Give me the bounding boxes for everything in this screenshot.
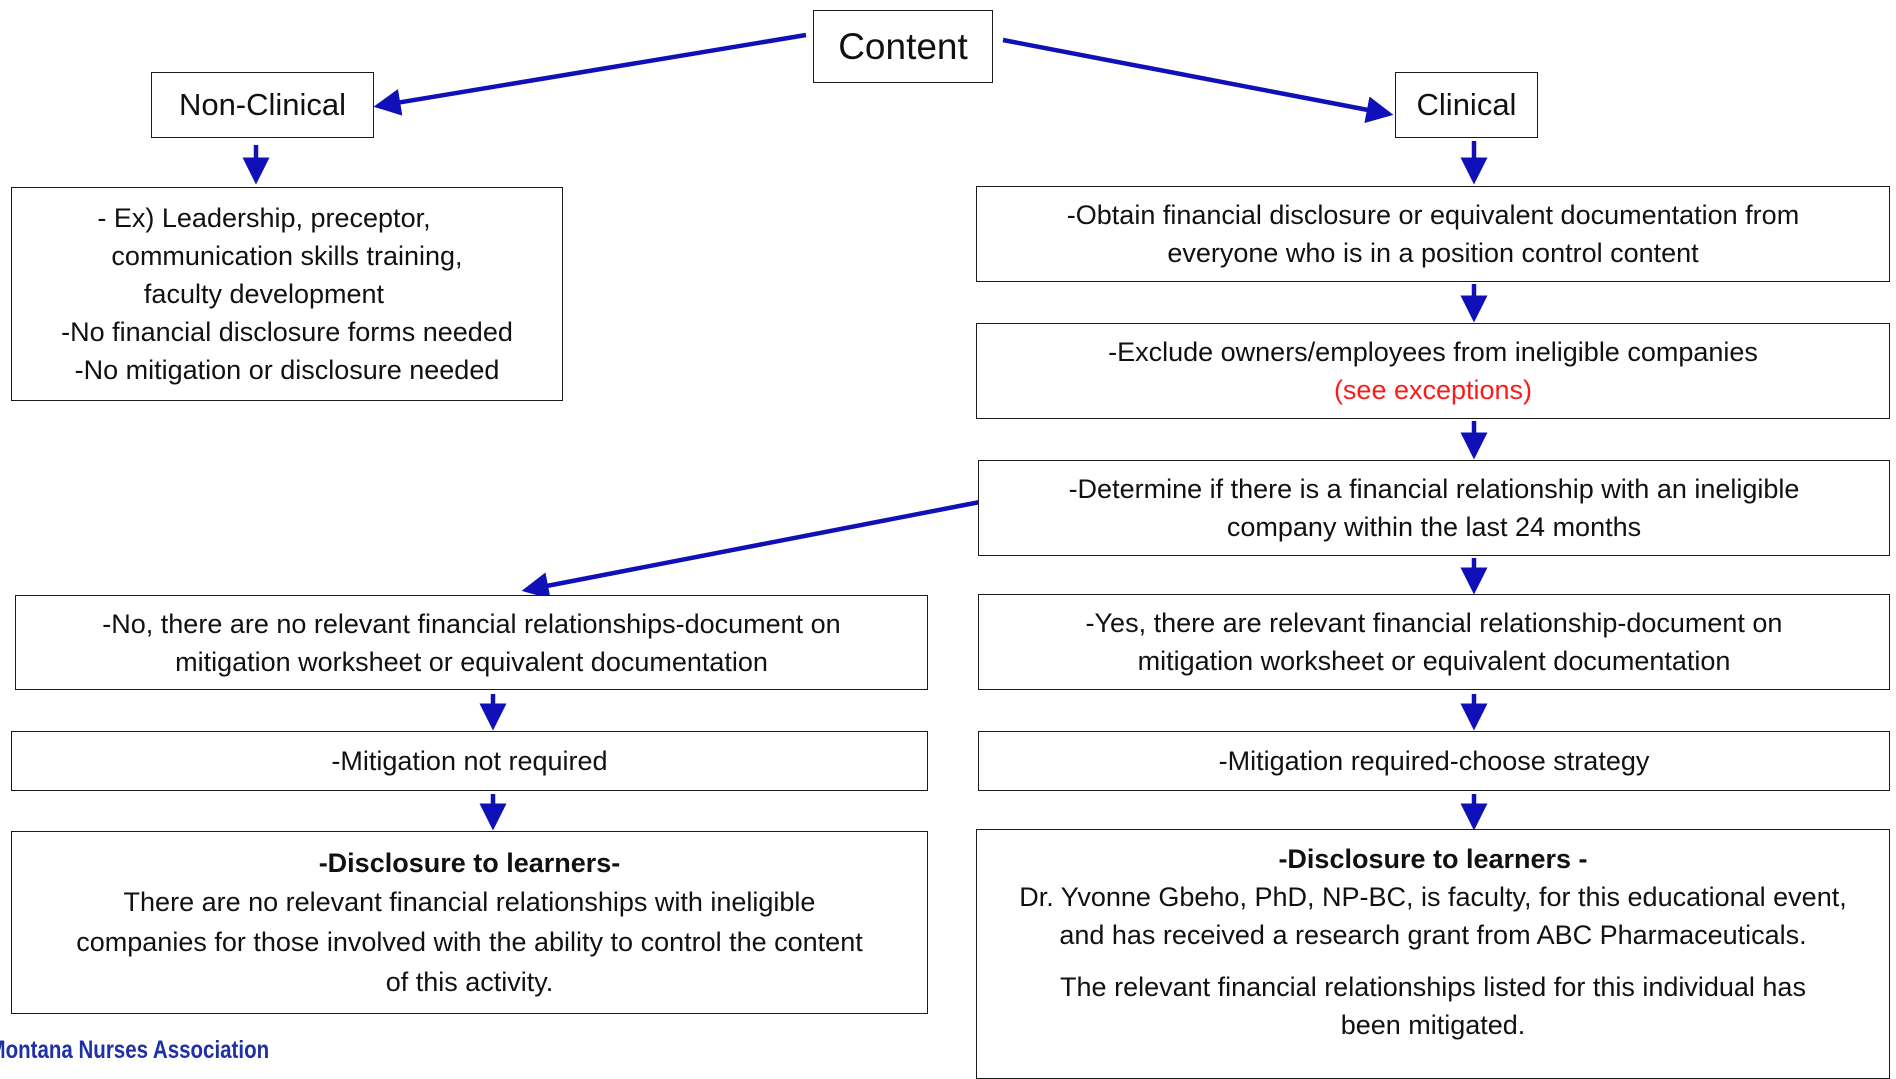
mitigation-not-required-label: -Mitigation not required — [331, 746, 608, 776]
association-logo-text: Montana Nurses Association — [0, 1036, 270, 1064]
obtain-line: everyone who is in a position control co… — [1167, 238, 1699, 268]
non-clinical-node: Non-Clinical — [151, 72, 374, 138]
no-relationship-line: mitigation worksheet or equivalent docum… — [175, 646, 768, 677]
arrow-content-to-nonclinical — [373, 32, 807, 116]
non-clinical-detail-line: communication skills training, — [111, 241, 463, 271]
non-clinical-detail-line: faculty development — [143, 279, 385, 309]
mitigation-required-label: -Mitigation required-choose strategy — [1218, 746, 1650, 776]
determine-relationship-box: -Determine if there is a financial relat… — [978, 460, 1890, 556]
mitigation-not-required-box: -Mitigation not required — [11, 731, 928, 791]
arrow-determine-to-no — [521, 499, 981, 599]
yes-disclosure-line: and has received a research grant from A… — [1059, 920, 1807, 950]
no-disclosure-line: of this activity. — [385, 966, 554, 997]
obtain-line: -Obtain financial disclosure or equivale… — [1066, 200, 1800, 230]
yes-disclosure-box: -Disclosure to learners - Dr. Yvonne Gbe… — [976, 829, 1890, 1079]
content-node: Content — [813, 10, 993, 83]
mitigated-note-line: The relevant financial relationships lis… — [1060, 972, 1806, 1002]
no-relationship-box: -No, there are no relevant financial rel… — [15, 595, 928, 690]
non-clinical-details: - Ex) Leadership, preceptor, communicati… — [11, 187, 563, 401]
exclude-owners-box: -Exclude owners/employees from ineligibl… — [976, 323, 1890, 419]
no-disclosure-box: -Disclosure to learners- There are no re… — [11, 831, 928, 1014]
arrow-content-to-clinical — [1002, 37, 1394, 124]
no-disclosure-line: companies for those involved with the ab… — [76, 926, 863, 957]
non-clinical-detail-line: - Ex) Leadership, preceptor, — [97, 203, 431, 233]
see-exceptions-link[interactable]: (see exceptions) — [1333, 375, 1533, 405]
no-disclosure-heading: -Disclosure to learners- — [318, 847, 621, 878]
non-clinical-label: Non-Clinical — [178, 87, 347, 122]
non-clinical-detail-line: -No mitigation or disclosure needed — [74, 355, 500, 385]
yes-disclosure-heading: -Disclosure to learners - — [1278, 844, 1588, 874]
no-relationship-line: -No, there are no relevant financial rel… — [102, 608, 841, 639]
yes-relationship-line: mitigation worksheet or equivalent docum… — [1137, 646, 1731, 676]
mitigated-note-line: been mitigated. — [1340, 1010, 1526, 1040]
yes-relationship-box: -Yes, there are relevant financial relat… — [978, 594, 1890, 690]
exclude-line: -Exclude owners/employees from ineligibl… — [1108, 337, 1758, 367]
obtain-disclosure-box: -Obtain financial disclosure or equivale… — [976, 186, 1890, 282]
non-clinical-detail-line: -No financial disclosure forms needed — [61, 317, 513, 347]
determine-line: -Determine if there is a financial relat… — [1068, 474, 1800, 504]
association-logo: Montana Nurses Association — [0, 1036, 269, 1065]
mitigation-required-box: -Mitigation required-choose strategy — [978, 731, 1890, 791]
determine-line: company within the last 24 months — [1226, 512, 1642, 542]
clinical-node: Clinical — [1395, 72, 1538, 138]
yes-disclosure-line: Dr. Yvonne Gbeho, PhD, NP-BC, is faculty… — [1019, 882, 1847, 912]
clinical-label: Clinical — [1416, 87, 1517, 122]
no-disclosure-line: There are no relevant financial relation… — [123, 886, 816, 917]
yes-relationship-line: -Yes, there are relevant financial relat… — [1085, 608, 1783, 638]
content-label: Content — [838, 25, 968, 67]
